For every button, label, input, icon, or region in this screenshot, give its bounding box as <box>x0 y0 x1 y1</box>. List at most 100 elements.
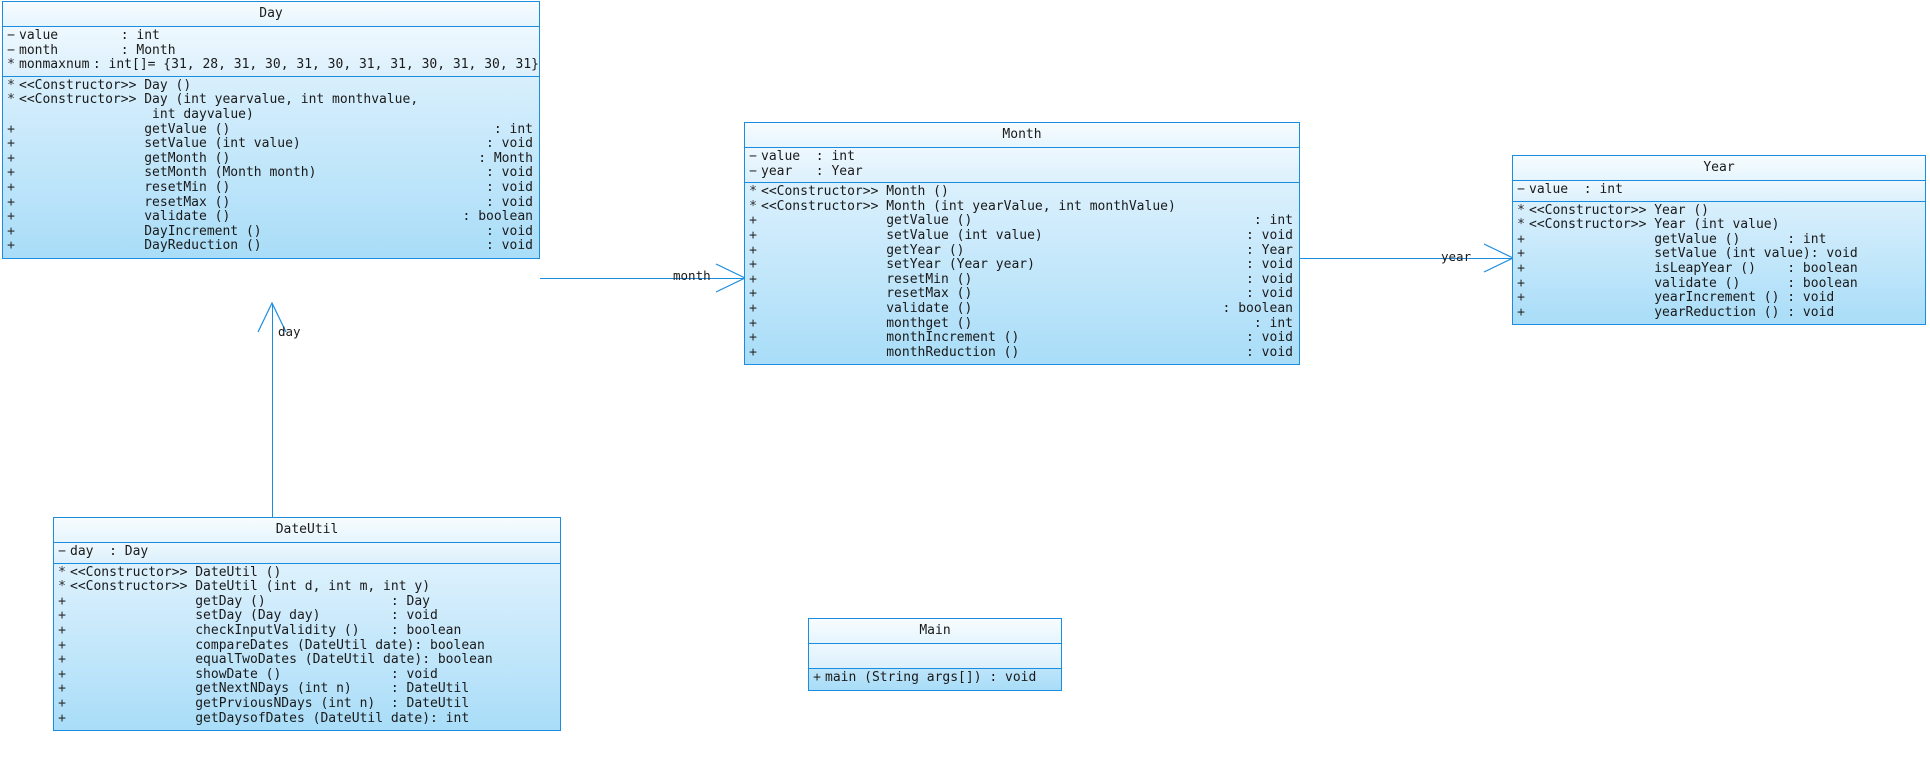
operation-signature: setDay (Day day) <box>195 608 321 624</box>
operation-signature: checkInputValidity () <box>195 622 360 638</box>
visibility-marker: − <box>7 28 15 43</box>
class-title-dateutil: DateUtil <box>54 518 560 543</box>
operation-return-type: : boolean <box>1222 300 1293 316</box>
operation-signature: DayIncrement () <box>144 223 262 239</box>
stereotype: <<Constructor>> <box>1529 202 1647 218</box>
attribute-name: year <box>761 163 793 179</box>
operation-signature: getPrviousNDays (int n) <box>195 695 376 711</box>
attribute-row: − month : Month <box>3 42 539 59</box>
attribute-row: − day : Day <box>54 544 560 560</box>
operation-signature: getDay () <box>195 593 266 609</box>
operation-signature: yearReduction () <box>1654 304 1780 320</box>
visibility-marker: + <box>7 194 15 210</box>
operation-signature: resetMax () <box>886 286 973 302</box>
visibility-marker: + <box>749 344 757 360</box>
class-operations-main: + main (String args[]) : void <box>809 669 1061 690</box>
operation-signature: setMonth (Month month) <box>144 165 317 181</box>
visibility-marker: − <box>58 544 66 559</box>
operation-row: + equalTwoDates (DateUtil date) : boolea… <box>54 653 560 668</box>
operation-row: + monthIncrement () : void <box>745 331 1299 346</box>
visibility-marker: * <box>7 77 15 93</box>
visibility-marker: + <box>7 136 15 152</box>
attribute-row: * monmaxnum : int[] = {31, 28, 31, 30, 3… <box>3 57 539 73</box>
operation-row: + yearReduction () : void <box>1513 304 1925 321</box>
visibility-marker: + <box>58 710 66 726</box>
operation-row: + validate () : boolean <box>3 210 539 225</box>
visibility-marker: + <box>749 257 757 273</box>
stereotype: <<Constructor>> <box>1529 217 1647 233</box>
operation-signature: Month () <box>886 184 949 200</box>
operation-row: + getNextNDays (int n) : DateUtil <box>54 682 560 697</box>
operation-return-type: : void <box>1246 257 1293 273</box>
stereotype: <<Constructor>> <box>19 77 137 93</box>
visibility-marker: * <box>749 184 757 200</box>
visibility-marker: + <box>1517 246 1525 262</box>
operation-return-type: : void <box>390 608 438 624</box>
operation-return-type: : boolean <box>422 652 493 668</box>
attribute-type: : int <box>120 28 160 43</box>
operation-signature: setValue (int value) <box>886 227 1043 243</box>
class-attributes-main <box>809 644 1061 669</box>
operation-row: + yearIncrement () : void <box>1513 291 1925 306</box>
class-box-main[interactable]: Main + main (String args[]) : void <box>808 618 1062 691</box>
operation-signature: Year (int value) <box>1654 217 1780 233</box>
operation-return-type: : void <box>486 165 533 181</box>
operation-row: + DayIncrement () : void <box>3 223 539 240</box>
class-operations-day: * <<Constructor>> Day () * <<Constructor… <box>3 77 539 258</box>
operation-row: + resetMax () : void <box>3 194 539 211</box>
visibility-marker: + <box>7 165 15 181</box>
operation-row: * <<Constructor>> Year () <box>1513 202 1925 219</box>
visibility-marker: + <box>1517 304 1525 320</box>
operation-return-type: : Day <box>390 593 431 609</box>
operation-signature: monthget () <box>886 315 973 331</box>
operation-signature: Month (int yearValue, int monthValue) <box>886 198 1176 214</box>
class-box-month[interactable]: Month − value : int − year : Year * <<Co… <box>744 122 1300 366</box>
operation-signature: isLeapYear () <box>1654 260 1756 276</box>
operation-return-type: : void <box>1246 330 1293 346</box>
operation-return-type: : void <box>1246 344 1293 360</box>
operation-row: + compareDates (DateUtil date) : boolean <box>54 638 560 654</box>
operation-signature: yearIncrement () <box>1654 290 1780 306</box>
operation-return-type: : void <box>486 136 533 152</box>
visibility-marker: + <box>58 652 66 668</box>
operation-return-type: : int <box>430 710 470 726</box>
operation-signature: getYear () <box>886 242 965 258</box>
visibility-marker: * <box>58 579 66 595</box>
operation-signature: getValue () <box>886 213 973 229</box>
operation-signature: setValue (int value) <box>1654 246 1811 262</box>
visibility-marker: − <box>7 42 15 58</box>
operation-row: + setDay (Day day) : void <box>54 609 560 624</box>
class-attributes-year: − value : int <box>1513 181 1925 202</box>
visibility-marker: − <box>749 149 757 164</box>
operation-return-type: : void <box>1787 304 1835 320</box>
attribute-name: day <box>70 544 94 559</box>
operation-row: + resetMax () : void <box>745 287 1299 302</box>
operation-signature: Day (int yearvalue, int monthvalue, <box>144 92 419 108</box>
visibility-marker: + <box>7 150 15 166</box>
operation-signature: resetMax () <box>144 194 231 210</box>
operation-signature: Year () <box>1654 202 1710 218</box>
attribute-row: − year : Year <box>745 163 1299 180</box>
operation-row: * <<Constructor>> DateUtil (int d, int m… <box>54 580 560 595</box>
visibility-marker: + <box>58 666 66 682</box>
class-title-year: Year <box>1513 156 1925 181</box>
class-box-year[interactable]: Year − value : int * <<Constructor>> Yea… <box>1512 155 1926 326</box>
operation-return-type: : Month <box>478 150 533 166</box>
visibility-marker: + <box>1517 231 1525 247</box>
operation-row: + validate () : boolean <box>1513 276 1925 292</box>
operation-signature-continuation: int dayvalue) <box>3 107 539 123</box>
attribute-type: : Day <box>109 544 149 559</box>
attribute-type: : Year <box>815 163 863 179</box>
class-box-dateutil[interactable]: DateUtil − day : Day * <<Constructor>> D… <box>53 517 561 732</box>
stereotype: <<Constructor>> <box>70 564 188 580</box>
operation-return-type: : void <box>1246 271 1293 287</box>
operation-return-type: : void <box>486 194 533 210</box>
operation-row: + monthReduction () : void <box>745 344 1299 361</box>
class-attributes-day: − value : int − month : Month * monmaxnu… <box>3 27 539 77</box>
operation-row: + getDaysofDates (DateUtil date) : int <box>54 710 560 727</box>
operation-row: * <<Constructor>> Year (int value) <box>1513 218 1925 233</box>
attribute-name: value <box>1529 182 1569 197</box>
visibility-marker: − <box>1517 182 1525 197</box>
class-box-day[interactable]: Day − value : int − month : Month * monm… <box>2 1 540 259</box>
